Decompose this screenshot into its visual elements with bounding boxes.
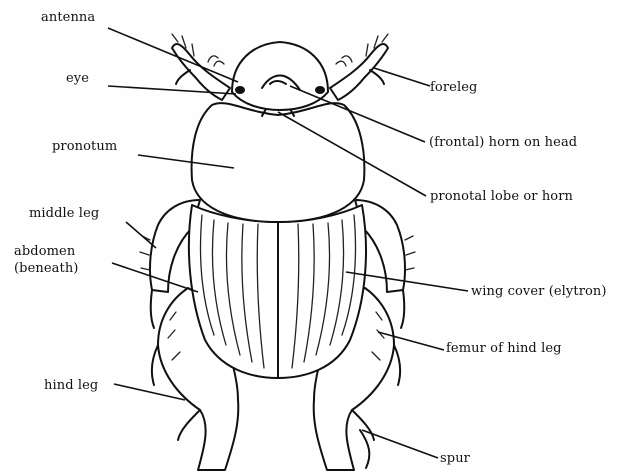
label-pronotal-lobe: pronotal lobe or horn <box>430 189 573 205</box>
foreleg-leader <box>374 68 430 86</box>
label-abdomen-main: abdomen <box>14 243 78 260</box>
label-femur: femur of hind leg <box>446 341 562 357</box>
label-middle-leg: middle leg <box>29 206 99 222</box>
label-foreleg: foreleg <box>430 80 477 96</box>
middle-leg-leader <box>126 222 156 248</box>
spur-leader <box>362 430 438 458</box>
pronotum-shape <box>192 98 365 222</box>
label-antenna: antenna <box>41 10 95 26</box>
head-shape <box>232 42 328 110</box>
label-eye: eye <box>66 71 89 87</box>
label-frontal-horn: (frontal) horn on head <box>429 135 577 151</box>
label-pronotum: pronotum <box>52 139 117 155</box>
label-hind-leg: hind leg <box>44 378 98 394</box>
label-abdomen-sub: (beneath) <box>14 260 78 277</box>
label-spur: spur <box>440 451 470 467</box>
label-abdomen: abdomen (beneath) <box>14 243 78 277</box>
label-wing-cover: wing cover (elytron) <box>471 284 607 300</box>
elytra <box>189 205 366 378</box>
